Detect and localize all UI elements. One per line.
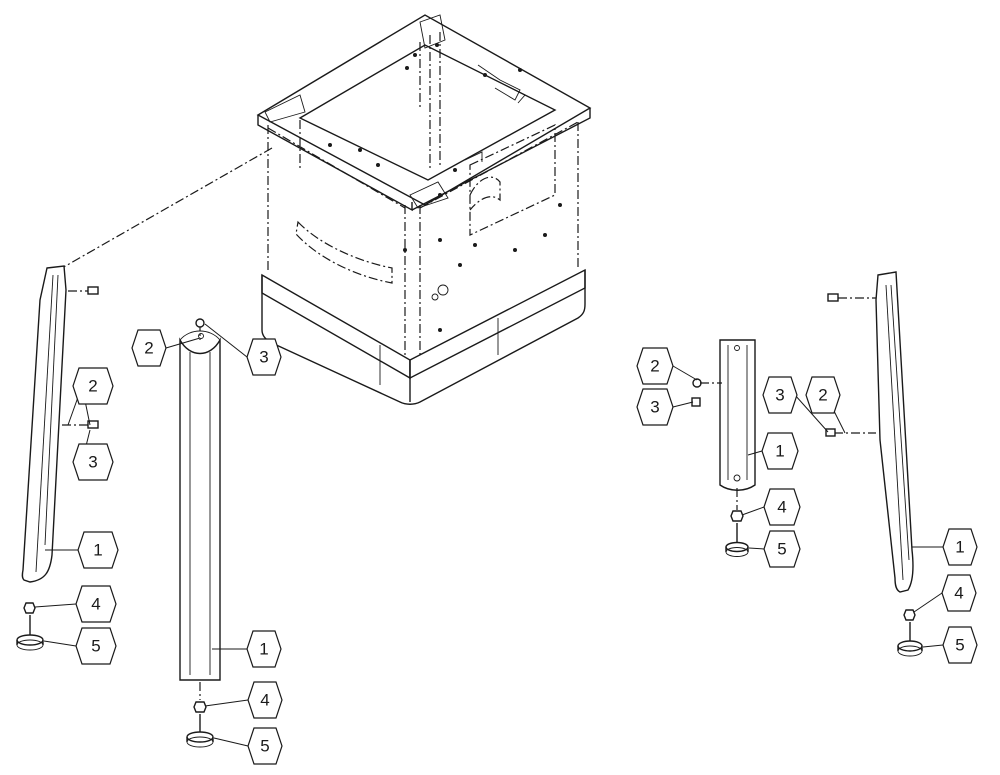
callout-leg-c-1: 1	[761, 432, 799, 470]
callout-label: 5	[260, 737, 269, 756]
callout-label: 4	[91, 595, 100, 614]
callout-leg-a-5: 5	[75, 627, 117, 665]
callout-label: 2	[88, 377, 97, 396]
callout-label: 3	[88, 453, 97, 472]
callout-label: 2	[144, 339, 153, 358]
callout-label: 1	[955, 538, 964, 557]
callout-label: 1	[259, 640, 268, 659]
leader-lines	[34, 323, 944, 747]
callout-label: 5	[91, 637, 100, 656]
callout-label: 4	[777, 498, 786, 517]
callout-label: 2	[650, 357, 659, 376]
callout-leg-d-1: 1	[942, 528, 978, 566]
callout-leg-b-4: 4	[247, 681, 283, 719]
leg-b-assembly	[179, 318, 221, 748]
callout-leg-d-3: 3	[762, 376, 798, 414]
callout-label: 3	[650, 398, 659, 417]
callout-leg-a-2: 2	[72, 367, 114, 405]
leg-d-assembly	[825, 271, 923, 657]
callout-leg-d-2: 2	[805, 376, 841, 414]
callout-leg-d-5: 5	[942, 626, 978, 664]
callout-leg-a-3: 3	[72, 443, 114, 481]
leg-a-assembly	[16, 265, 99, 651]
callout-leg-c-4: 4	[763, 488, 801, 526]
callout-label: 3	[775, 386, 784, 405]
callout-leg-d-4: 4	[941, 574, 977, 612]
callout-label: 5	[955, 636, 964, 655]
callout-leg-b-5: 5	[247, 727, 283, 765]
callout-leg-a-1: 1	[77, 531, 119, 569]
callout-label: 4	[260, 691, 269, 710]
callout-label: 3	[259, 348, 268, 367]
callout-label: 1	[775, 442, 784, 461]
callout-leg-b-1: 1	[246, 630, 282, 668]
callout-label: 5	[777, 540, 786, 559]
leg-c-assembly	[691, 339, 756, 557]
callout-label: 1	[93, 541, 102, 560]
callout-leg-c-3: 3	[636, 388, 674, 426]
callout-label: 2	[818, 386, 827, 405]
callout-leg-b-2: 2	[131, 329, 167, 367]
callout-leg-c-2: 2	[636, 347, 674, 385]
callout-leg-a-4: 4	[75, 585, 117, 623]
cabinet-base	[61, 14, 592, 405]
callout-label: 4	[954, 584, 963, 603]
callout-leg-b-3: 3	[246, 338, 282, 376]
callout-leg-c-5: 5	[763, 530, 801, 568]
